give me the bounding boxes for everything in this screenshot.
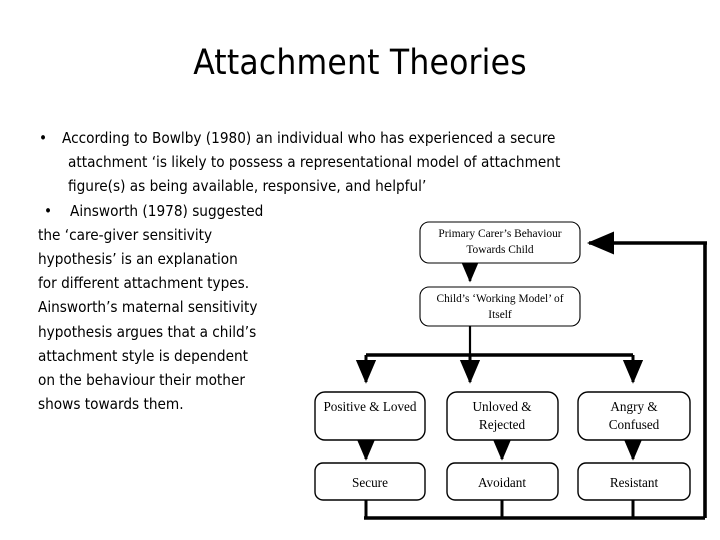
bullet-line-text: on the behaviour their mother <box>38 371 245 390</box>
node-label: Itself <box>488 309 512 321</box>
node-label: Towards Child <box>466 244 534 256</box>
node-box <box>577 391 691 441</box>
node-box <box>419 286 581 327</box>
node-label: Rejected <box>479 417 526 432</box>
node-avoidant[interactable]: Avoidant <box>446 462 559 501</box>
bullet-line-text: Ainsworth’s maternal sensitivity <box>38 298 258 317</box>
bullet-first-line: • According to Bowlby (1980) an individua… <box>32 126 680 150</box>
bullet-line-text: According to Bowlby (1980) an individual… <box>62 129 556 147</box>
bullet-line-text: attachment style is dependent <box>38 346 248 365</box>
node-box <box>446 462 559 501</box>
node-box <box>446 391 559 441</box>
node-angry-and-confused[interactable]: Angry & Confused <box>577 391 691 441</box>
page-title: Attachment Theories <box>193 43 527 83</box>
node-unloved-and-rejected[interactable]: Unloved & Rejected <box>446 391 559 441</box>
node-label: Confused <box>609 417 660 432</box>
bullet-item-ainsworth: • Ainsworth (1978) suggested the ‘care-gi… <box>32 199 372 417</box>
node-label: Angry & <box>610 399 658 414</box>
body-text-block: • According to Bowlby (1980) an individua… <box>32 126 560 417</box>
node-label: Unloved & <box>473 399 533 414</box>
node-label: Resistant <box>610 475 659 490</box>
bullet-line-text: hypothesis argues that a child’s <box>38 322 257 341</box>
bullet-line-text: the ‘care-giver sensitivity <box>38 225 213 244</box>
bullet-item-bowlby: • According to Bowlby (1980) an individua… <box>32 126 680 199</box>
node-label: Primary Carer’s Behaviour <box>438 228 561 240</box>
bullet-line-text: attachment ‘is likely to possess a repre… <box>68 153 561 172</box>
bullet-dot-icon: • <box>44 201 53 220</box>
node-label: Secure <box>352 475 388 490</box>
bullet-line-text: figure(s) as being available, responsive… <box>68 177 427 196</box>
bullet-line-text: hypothesis’ is an explanation <box>38 250 238 269</box>
bullet-line-text: Ainsworth (1978) suggested <box>70 201 264 220</box>
bullet-dot-icon: • <box>39 129 48 147</box>
node-label: Child’s ‘Working Model’ of <box>436 293 563 305</box>
bullet-line-text: for different attachment types. <box>38 274 250 293</box>
node-resistant[interactable]: Resistant <box>577 462 691 501</box>
node-box <box>419 221 581 264</box>
bullet-line-text: shows towards them. <box>38 395 184 414</box>
node-child-working-model[interactable]: Child’s ‘Working Model’ of Itself <box>419 286 581 327</box>
bullet-first-line: • Ainsworth (1978) suggested <box>32 199 372 223</box>
attachment-flowchart: Primary Carer’s Behaviour Towards Child … <box>300 210 720 540</box>
node-box <box>314 462 426 501</box>
node-positive-and-loved[interactable]: Positive & Loved <box>314 391 426 441</box>
node-secure[interactable]: Secure <box>314 462 426 501</box>
node-primary-carer-behaviour[interactable]: Primary Carer’s Behaviour Towards Child <box>419 221 581 264</box>
node-box <box>314 391 426 441</box>
node-box <box>577 462 691 501</box>
node-label: Positive & Loved <box>323 399 416 414</box>
node-label: Avoidant <box>478 475 526 490</box>
